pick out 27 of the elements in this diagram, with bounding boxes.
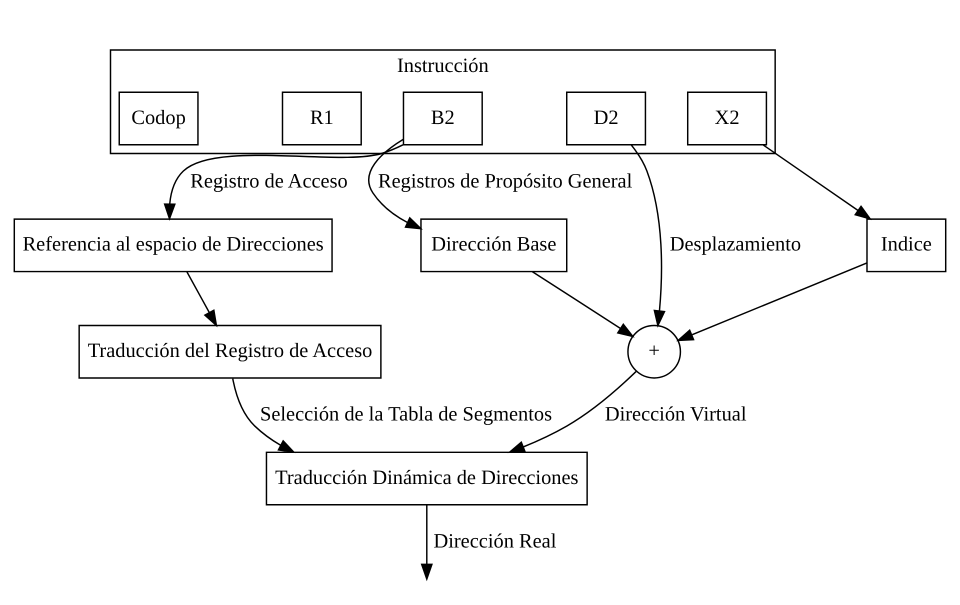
arrow <box>676 262 868 341</box>
arrow <box>508 370 637 453</box>
arrow <box>232 378 296 453</box>
arrow <box>368 138 423 230</box>
node-circle: + <box>627 324 682 378</box>
edge-label: Registros de Propósito General <box>378 170 632 192</box>
arrow <box>762 144 872 220</box>
edge-label: Desplazamiento <box>670 233 802 256</box>
node-box: Indice <box>866 218 946 272</box>
arrow <box>532 270 635 338</box>
arrow <box>164 144 404 220</box>
edge-label: Registro de Acceso <box>190 170 348 192</box>
node-box: Codop <box>118 91 199 145</box>
arrow <box>420 504 433 581</box>
arrow <box>630 144 666 328</box>
edge-label: Dirección Virtual <box>604 403 747 426</box>
node-box: B2 <box>402 91 483 145</box>
node-box: D2 <box>566 91 646 145</box>
edge-label: Dirección Real <box>434 530 556 552</box>
edge-label: Selección de la Tabla de Segmentos <box>260 403 552 426</box>
node-box: Traducción Dinámica de Direcciones <box>266 451 588 506</box>
node-box: R1 <box>282 91 362 145</box>
node-box: Traducción del Registro de Acceso <box>78 324 382 378</box>
node-box: Referencia al espacio de Direcciones <box>14 218 333 272</box>
node-box: Dirección Base <box>420 218 568 272</box>
arrow <box>186 271 218 327</box>
node-box: X2 <box>686 91 768 145</box>
